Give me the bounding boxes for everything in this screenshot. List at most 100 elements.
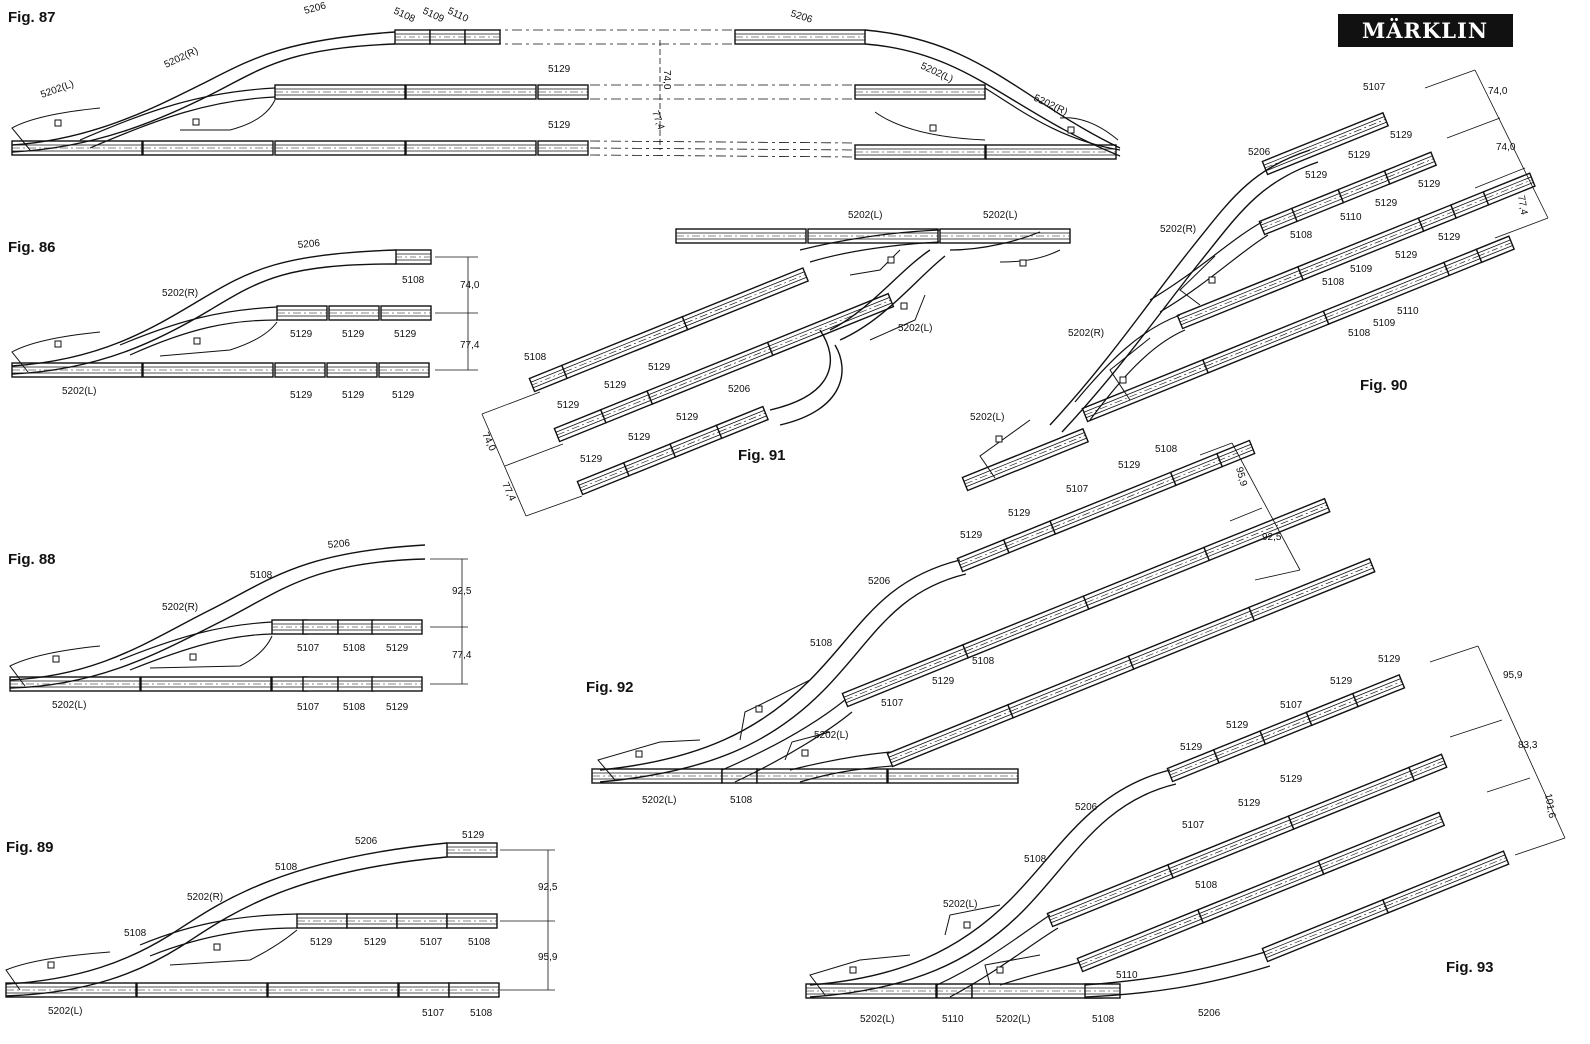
dimension-lines: 92,5 77,4 bbox=[430, 558, 472, 685]
part-labels: 5107 5206 5129 5129 5129 5129 5202(R) 51… bbox=[970, 82, 1461, 423]
part-label: 5129 bbox=[648, 362, 671, 373]
part-label: 5107 bbox=[1280, 700, 1303, 711]
part-label: 5108 bbox=[275, 862, 298, 873]
part-label: 5108 bbox=[470, 1008, 493, 1019]
part-label: 5107 bbox=[1066, 484, 1089, 495]
part-labels: 5206 5108 5202(R) 5129 5129 5129 5202(L)… bbox=[62, 238, 425, 401]
part-label: 5108 bbox=[1195, 880, 1218, 891]
part-label: 5202(L) bbox=[52, 700, 86, 711]
dimension-label: 101,6 bbox=[1542, 793, 1557, 820]
figure-title: Fig. 91 bbox=[738, 447, 786, 464]
part-label: 5108 bbox=[524, 352, 547, 363]
part-label: 5108 bbox=[392, 6, 417, 26]
dimension-lines: 74,0 77,4 bbox=[649, 40, 672, 150]
track-curves bbox=[597, 559, 967, 783]
part-label: 5108 bbox=[124, 928, 147, 939]
logo-box bbox=[1338, 14, 1513, 47]
dimension-lines: 74,0 74,0 77,4 bbox=[1424, 69, 1549, 239]
dimension-label: 74,0 bbox=[1496, 142, 1516, 153]
part-label: 5108 bbox=[250, 570, 273, 581]
part-label: 5129 bbox=[932, 676, 955, 687]
dimension-label: 74,0 bbox=[1488, 86, 1508, 97]
part-label: 5107 bbox=[1182, 820, 1205, 831]
figure-93: Fig. 93 bbox=[805, 645, 1566, 1025]
figure-89: Fig. 89 92,5 95,9 5206 bbox=[5, 830, 558, 1019]
part-label: 5202(R) bbox=[1068, 328, 1104, 339]
part-label: 5109 bbox=[421, 6, 446, 26]
track-curves bbox=[5, 842, 448, 997]
switch-motor-icon bbox=[189, 653, 197, 661]
part-label: 5206 bbox=[355, 836, 378, 847]
dimension-label: 92,5 bbox=[538, 882, 558, 893]
figure-title: Fig. 87 bbox=[8, 9, 56, 26]
part-labels: 5108 5129 5107 5129 5129 5206 5108 5108 … bbox=[642, 444, 1178, 806]
dimension-lines: 95,9 92,5 bbox=[1199, 442, 1301, 581]
switch-motor-icon bbox=[900, 302, 908, 310]
part-label: 5129 bbox=[1238, 798, 1261, 809]
figure-90: Fig. 90 bbox=[961, 69, 1549, 492]
part-label: 5108 bbox=[468, 937, 491, 948]
part-label: 5108 bbox=[402, 275, 425, 286]
track-middle-row bbox=[274, 84, 986, 100]
part-label: 5109 bbox=[1350, 264, 1373, 275]
part-label: 5129 bbox=[1378, 654, 1401, 665]
part-label: 5202(R) bbox=[163, 45, 200, 70]
dimension-label: 77,4 bbox=[452, 650, 472, 661]
part-label: 5129 bbox=[392, 390, 415, 401]
figure-title: Fig. 88 bbox=[8, 551, 56, 568]
dimension-lines: 92,5 95,9 bbox=[500, 849, 558, 991]
track-curves bbox=[979, 149, 1319, 479]
dimension-label: 83,3 bbox=[1518, 740, 1538, 751]
dimension-label: 95,9 bbox=[538, 952, 558, 963]
switch-motor-icon bbox=[887, 256, 895, 264]
part-label: 5129 bbox=[557, 400, 580, 411]
part-label: 5129 bbox=[1438, 232, 1461, 243]
part-label: 5108 bbox=[1290, 230, 1313, 241]
part-label: 5202(L) bbox=[943, 899, 977, 910]
part-label: 5129 bbox=[628, 432, 651, 443]
part-label: 5202(L) bbox=[983, 210, 1017, 221]
part-labels: 5206 5108 5202(R) 5107 5108 5129 5202(L)… bbox=[52, 538, 409, 713]
part-label: 5129 bbox=[342, 390, 365, 401]
part-label: 5108 bbox=[1322, 277, 1345, 288]
part-label: 5206 bbox=[728, 384, 751, 395]
switch-motor-icon bbox=[1019, 259, 1027, 267]
part-labels: 5202(L) 5202(R) 5206 5108 5109 5110 5206… bbox=[39, 0, 1069, 131]
switch-motor-icon bbox=[1067, 126, 1075, 134]
part-label: 5108 bbox=[730, 795, 753, 806]
part-label: 5129 bbox=[1305, 170, 1328, 181]
part-label: 5202(L) bbox=[970, 412, 1004, 423]
part-label: 5202(L) bbox=[642, 795, 676, 806]
part-label: 5129 bbox=[394, 329, 417, 340]
part-label: 5129 bbox=[1390, 130, 1413, 141]
dimension-label: 77,4 bbox=[499, 481, 517, 504]
figure-title: Fig. 90 bbox=[1360, 377, 1408, 394]
part-label: 5108 bbox=[343, 643, 366, 654]
part-label: 5202(L) bbox=[62, 386, 96, 397]
part-label: 5129 bbox=[1418, 179, 1441, 190]
part-label: 5129 bbox=[1348, 150, 1371, 161]
part-label: 5206 bbox=[868, 576, 891, 587]
part-label: 5206 bbox=[303, 0, 328, 16]
switch-motor-icon bbox=[52, 655, 60, 663]
part-label: 5129 bbox=[364, 937, 387, 948]
dimension-lines: 74,0 77,4 bbox=[435, 256, 480, 371]
part-label: 5129 bbox=[960, 530, 983, 541]
switch-motor-icon bbox=[963, 921, 971, 929]
part-label: 5107 bbox=[1363, 82, 1386, 93]
part-label: 5202(L) bbox=[814, 730, 848, 741]
part-label: 5129 bbox=[1180, 742, 1203, 753]
part-label: 5202(L) bbox=[996, 1014, 1030, 1025]
dimension-lines: 95,9 83,3 101,6 bbox=[1429, 645, 1566, 856]
part-label: 5110 bbox=[1397, 306, 1419, 317]
part-label: 5108 bbox=[972, 656, 995, 667]
part-label: 5129 bbox=[462, 830, 485, 841]
logo-text: MÄRKLIN bbox=[1362, 18, 1488, 43]
part-label: 5129 bbox=[548, 120, 571, 131]
part-label: 5109 bbox=[1373, 318, 1396, 329]
figure-92: Fig. 92 bbox=[586, 439, 1376, 806]
part-label: 5129 bbox=[548, 64, 571, 75]
part-label: 5202(R) bbox=[162, 602, 198, 613]
dimension-label: 92,5 bbox=[452, 586, 472, 597]
part-label: 5129 bbox=[342, 329, 365, 340]
